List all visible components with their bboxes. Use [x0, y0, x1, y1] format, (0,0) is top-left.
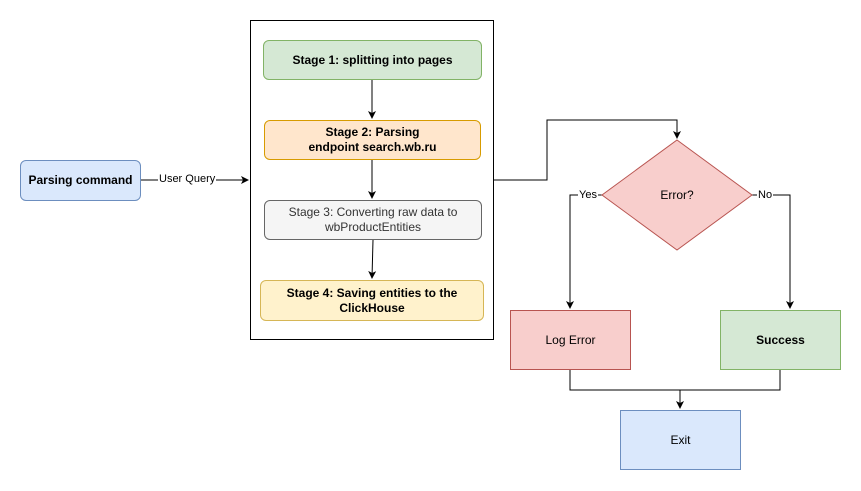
stage-4-node: Stage 4: Saving entities to the ClickHou… [260, 280, 484, 321]
edge-no-to-success [750, 194, 794, 309]
exit-node: Exit [620, 410, 741, 470]
edge-stage3-to-stage4 [368, 239, 377, 279]
stage-2-node: Stage 2: Parsing endpoint search.wb.ru [264, 120, 481, 160]
decision-label: Error? [660, 187, 694, 202]
decision-diamond [601, 139, 753, 251]
stage-3-node: Stage 3: Converting raw data to wbProduc… [264, 200, 482, 240]
edge-stages-to-decision [494, 119, 681, 181]
edge-yes-to-log-error [566, 194, 603, 309]
success-node: Success [720, 310, 841, 370]
edge-success-to-exit [680, 370, 781, 391]
edge-label-no: No [757, 189, 774, 202]
edge-label-user-query: User Query [158, 173, 217, 186]
edge-log-error-to-exit [569, 370, 684, 409]
edge-label-yes: Yes [578, 189, 598, 202]
stage-1-node: Stage 1: splitting into pages [263, 40, 482, 80]
parsing-command-node: Parsing command [20, 160, 141, 201]
log-error-node: Log Error [510, 310, 631, 370]
